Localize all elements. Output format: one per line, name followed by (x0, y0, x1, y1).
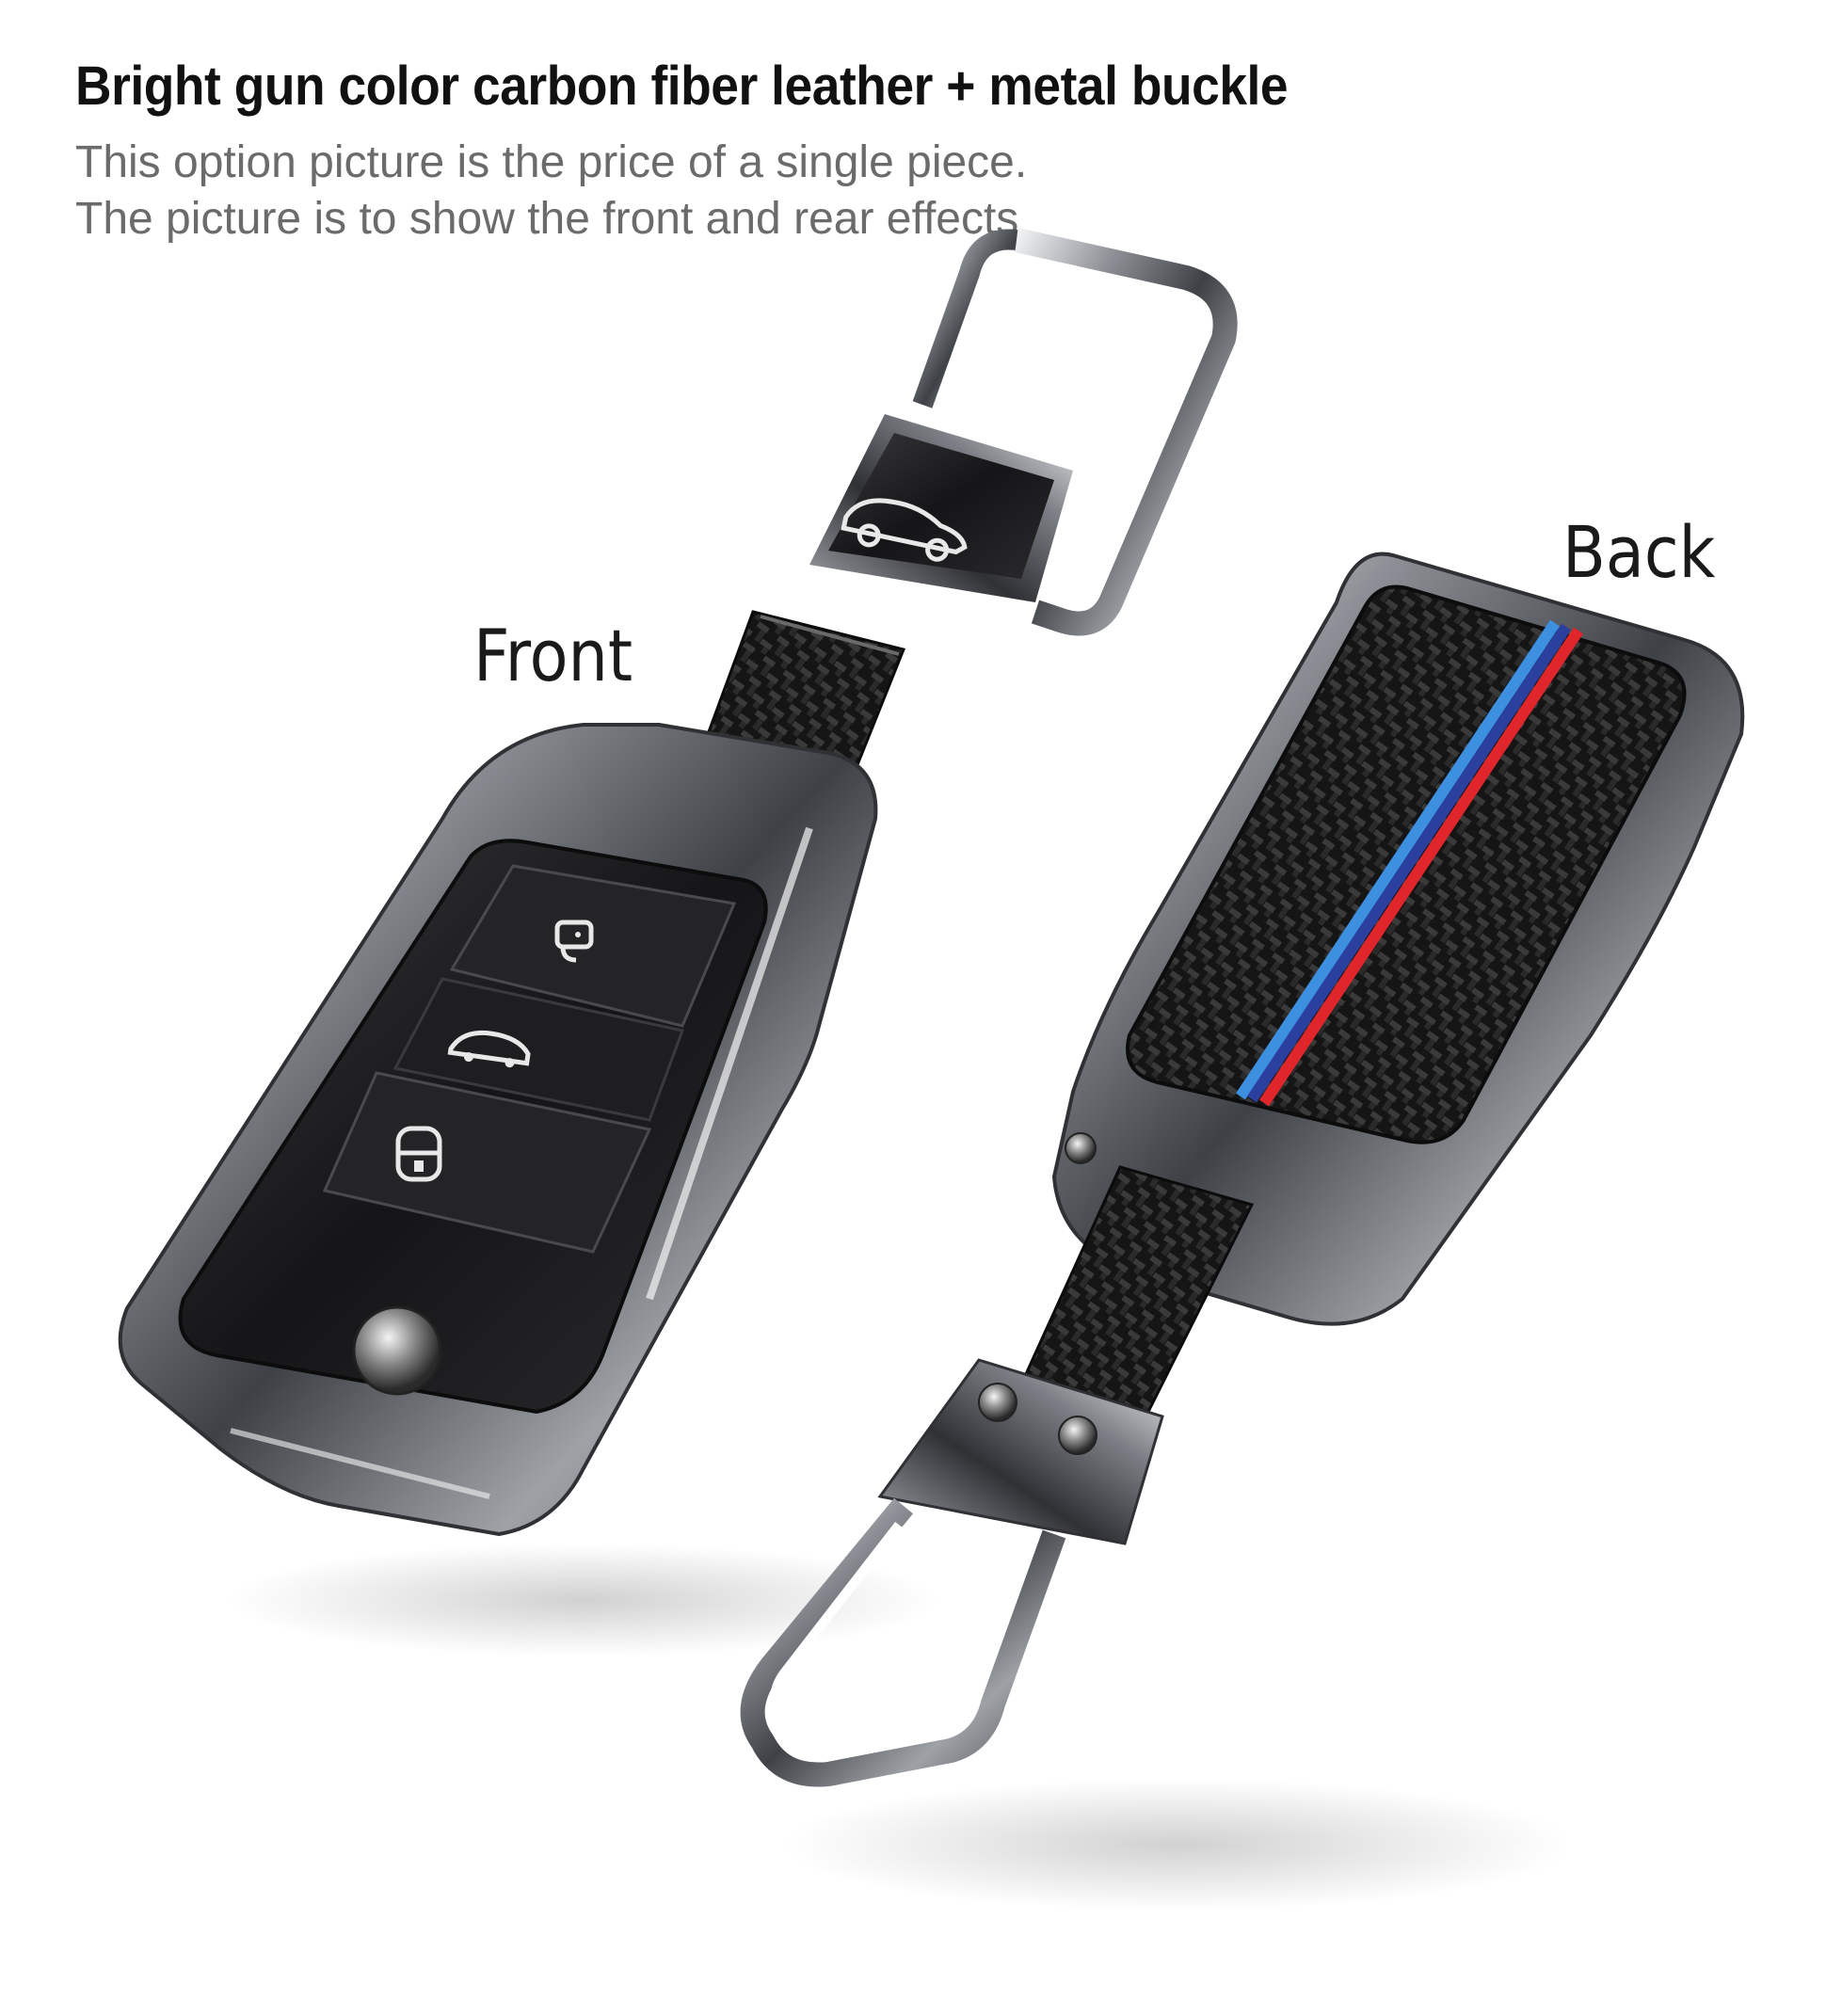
back-carabiner (740, 1497, 1066, 1787)
back-buckle-block (877, 1358, 1164, 1545)
trunk-icon (447, 1030, 531, 1068)
lock-icon (395, 1126, 442, 1182)
front-key-case (118, 228, 1238, 1537)
flip-release-knob (352, 1305, 442, 1396)
screw (978, 1383, 1017, 1422)
screw (1058, 1416, 1097, 1455)
car-icon (841, 498, 968, 562)
subtitle-line-2: The picture is to show the front and rea… (75, 194, 1019, 244)
back-label: Back (1562, 510, 1716, 594)
back-key-case (740, 552, 1745, 1787)
screw (1065, 1132, 1097, 1164)
front-carabiner (912, 228, 1238, 636)
front-label: Front (473, 614, 633, 697)
page-title: Bright gun color carbon fiber leather + … (75, 56, 1289, 117)
unlock-icon (554, 920, 594, 963)
subtitle-line-1: This option picture is the price of a si… (75, 137, 1028, 187)
front-buckle-block (809, 414, 1073, 602)
tricolor-stripe (1236, 619, 1583, 1107)
